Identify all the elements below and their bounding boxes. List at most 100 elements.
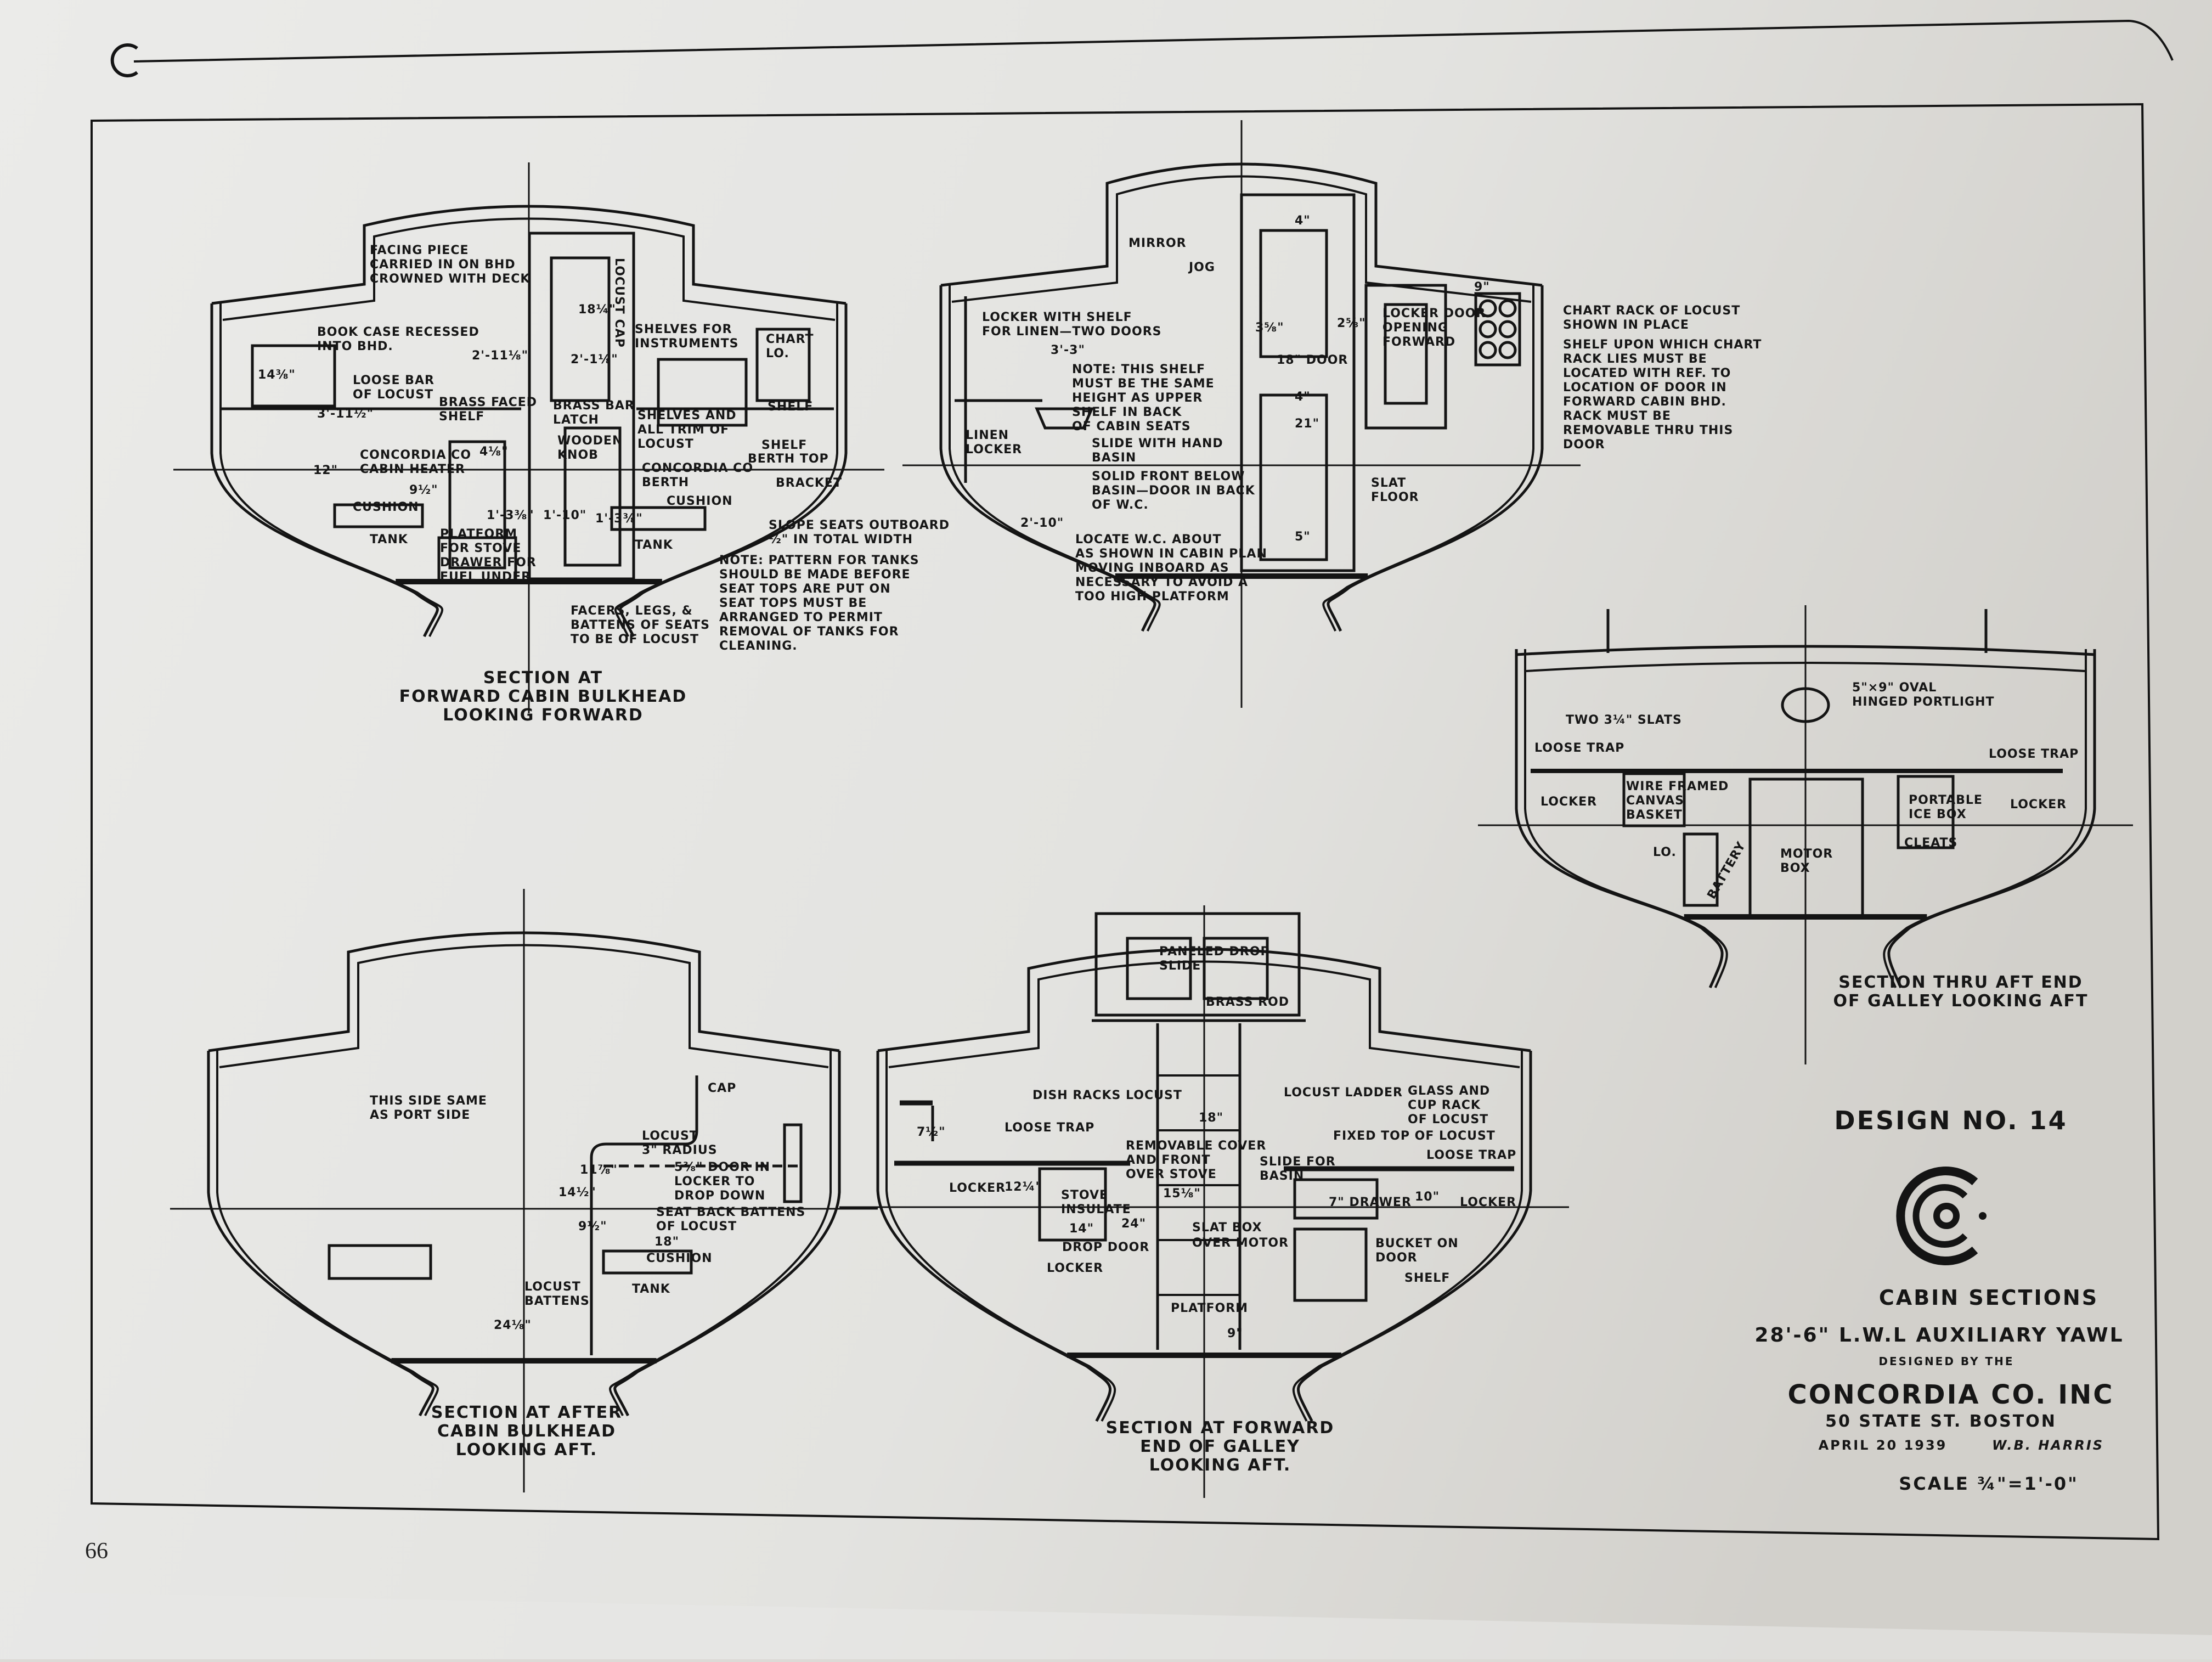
annotation-line: AND FRONT [1126, 1153, 1210, 1167]
annotation: 7½" [917, 1125, 946, 1139]
annotation-line: 5" [1295, 530, 1311, 544]
annotation: 3" RADIUS [642, 1143, 718, 1157]
annotation-line: BASIN [1092, 451, 1136, 465]
annotation-line: HEIGHT AS UPPER [1072, 391, 1203, 405]
annotation-line: SOLID FRONT BELOW [1092, 470, 1245, 483]
annotation-line: ARRANGED TO PERMIT [719, 611, 883, 624]
annotation-line: SLAT BOX [1192, 1221, 1262, 1235]
draftsman-signature: W.B. HARRIS [1992, 1438, 2104, 1453]
annotation-line: TO BE OF LOCUST [571, 633, 699, 646]
annotation-line: THIS SIDE SAME [370, 1094, 487, 1108]
annotation-line: WOODEN [557, 434, 623, 448]
crescent-ornament [110, 43, 138, 77]
annotation: 2⅝" [1337, 317, 1366, 330]
annotation: 14½" [558, 1186, 596, 1199]
annotation: CUSHION [646, 1252, 713, 1265]
annotation-line: LINEN [966, 429, 1009, 442]
annotation-line: 5"×9" OVAL [1852, 681, 1937, 695]
annotation: LOCKER [949, 1181, 1006, 1195]
annotation-line: CHART RACK OF LOCUST [1563, 304, 1740, 318]
annotation-line: LOCKER DOOR [1383, 307, 1486, 320]
annotation: 7" DRAWER [1329, 1196, 1412, 1209]
annotation-line: 14" [1069, 1222, 1094, 1236]
annotation-line: DROP DOOR [1062, 1241, 1149, 1254]
annotation-line: 15⅛" [1163, 1187, 1201, 1201]
annotation-line: 2'-10" [1020, 516, 1064, 530]
annotation-line: SHELF [1404, 1271, 1450, 1285]
annotation-line: PLATFORM [1171, 1302, 1248, 1315]
annotation: 2'-10" [1020, 516, 1064, 530]
annotation-line: DOOR [1375, 1251, 1418, 1265]
annotation-line: RACK MUST BE [1563, 409, 1671, 423]
drawing-date: APRIL 20 1939 [1819, 1438, 1948, 1453]
annotation: BRACKET [776, 476, 842, 490]
annotation-line: OF W.C. [1092, 498, 1149, 512]
annotation-line: SHELF [768, 400, 813, 414]
annotation-line: CUSHION [646, 1252, 713, 1265]
annotation-line: BUCKET ON [1375, 1237, 1459, 1250]
company-address: 50 STATE ST. BOSTON [1825, 1412, 2057, 1431]
annotation-line: ½" IN TOTAL WIDTH [769, 533, 913, 547]
annotation-line: 7½" [917, 1125, 946, 1139]
annotation: DROP DOOR [1062, 1241, 1149, 1254]
annotation-line: CAP [708, 1081, 736, 1095]
caption-line: LOOKING FORWARD [443, 706, 644, 725]
caption-line: CABIN BULKHEAD [437, 1422, 616, 1441]
annotation: 24" [1121, 1217, 1146, 1231]
annotation: 14" [1069, 1222, 1094, 1236]
annotation-line: MIRROR [1128, 236, 1187, 250]
annotation-line: LOCATED WITH REF. TO [1563, 367, 1731, 380]
annotation: LOCKER [2010, 798, 2067, 812]
annotation-line: JOG [1188, 261, 1215, 274]
annotation-line: 24" [1121, 1217, 1146, 1231]
annotation: 12" [313, 464, 338, 477]
annotation-line: CHART [766, 333, 814, 346]
annotation: CAP [708, 1081, 736, 1095]
annotation-line: CANVAS [1626, 794, 1684, 808]
annotation: 24⅛" [494, 1319, 532, 1332]
annotation: 2'-11⅛" [472, 349, 528, 363]
annotation-line: SLAT [1371, 476, 1406, 490]
annotation-line: LO. [766, 347, 789, 360]
annotation-line: CUSHION [353, 500, 419, 514]
annotation-line: OVER STOVE [1126, 1168, 1217, 1181]
caption-line: FORWARD CABIN BULKHEAD [399, 687, 687, 706]
annotation: 12¼" [1005, 1180, 1042, 1194]
annotation-line: FOR STOVE [440, 542, 521, 555]
annotation-line: NECESSARY TO AVOID A [1075, 576, 1248, 589]
annotation-line: STOVE [1061, 1188, 1108, 1202]
caption-line: LOOKING AFT. [456, 1440, 598, 1460]
annotation-line: BERTH TOP [748, 452, 829, 466]
annotation: TANK [635, 538, 673, 552]
annotation-line: LOCKER [949, 1181, 1006, 1195]
annotation-line: LATCH [553, 413, 599, 427]
annotation-line: 4" [1295, 214, 1311, 228]
caption-line: OF GALLEY LOOKING AFT [1833, 991, 2089, 1011]
annotation-line: MOVING INBOARD AS [1075, 561, 1229, 575]
hull-outline [939, 285, 1544, 632]
annotation-line: ICE BOX [1909, 808, 1967, 821]
caption-line: SECTION AT FORWARD [1106, 1418, 1335, 1438]
annotation-line: 2'-11⅛" [472, 349, 528, 363]
annotation: 1'-3⅜" [487, 509, 534, 522]
annotation: TANK [632, 1282, 670, 1296]
annotation-line: SHELF [439, 410, 484, 424]
annotation-line: LOOSE TRAP [1989, 747, 2079, 761]
caption-line: SECTION AT [483, 668, 603, 688]
